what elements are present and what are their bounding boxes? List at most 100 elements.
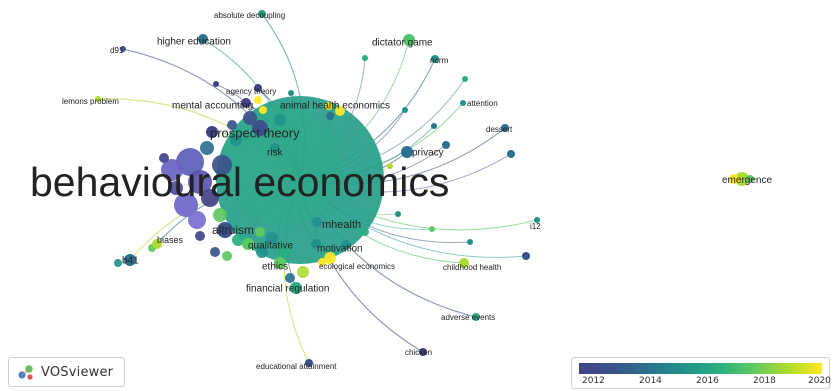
keyword-node-ecological-economics[interactable] xyxy=(318,258,326,266)
keyword-node[interactable] xyxy=(200,141,214,155)
logo-text: VOSviewer xyxy=(41,364,114,380)
keyword-node[interactable] xyxy=(274,114,286,126)
keyword-node-financial-regulation[interactable] xyxy=(290,282,302,294)
node-label-prospect-theory: prospect theory xyxy=(210,126,300,141)
keyword-node[interactable] xyxy=(326,112,334,120)
node-label-attention: attention xyxy=(467,99,498,108)
keyword-node-risk[interactable] xyxy=(270,143,280,153)
keyword-node[interactable] xyxy=(174,193,198,217)
keyword-node-dictator-game[interactable] xyxy=(403,34,415,46)
keyword-node[interactable] xyxy=(213,81,219,87)
color-gradient-bar xyxy=(579,363,822,374)
keyword-node-mental-accounting[interactable] xyxy=(241,98,251,108)
keyword-node[interactable] xyxy=(195,231,205,241)
keyword-node-d91[interactable] xyxy=(120,46,126,52)
node-label-educational-attainment: educational attainment xyxy=(256,362,337,371)
keyword-node[interactable] xyxy=(467,239,473,245)
keyword-node-motivation[interactable] xyxy=(311,239,321,249)
keyword-node[interactable] xyxy=(395,211,401,217)
keyword-node[interactable] xyxy=(362,55,368,61)
node-label-adverse-events: adverse events xyxy=(441,313,495,322)
keyword-node[interactable] xyxy=(169,181,183,195)
keyword-node-dessert[interactable] xyxy=(501,124,509,132)
keyword-node[interactable] xyxy=(387,163,393,169)
keyword-node[interactable] xyxy=(288,90,294,96)
keyword-node-ethics[interactable] xyxy=(274,257,286,269)
keyword-node-privacy[interactable] xyxy=(401,146,413,158)
keyword-node-childhood-health[interactable] xyxy=(459,258,469,268)
keyword-node-chicken[interactable] xyxy=(419,348,427,356)
keyword-node[interactable] xyxy=(442,141,450,149)
keyword-node[interactable] xyxy=(254,96,262,104)
keyword-node[interactable] xyxy=(341,240,351,250)
keyword-node-agency-theory[interactable] xyxy=(254,84,262,92)
node-label-altruism: altruism xyxy=(212,223,254,237)
keyword-node[interactable] xyxy=(232,234,244,246)
keyword-node xyxy=(746,175,754,183)
keyword-node[interactable] xyxy=(361,228,369,236)
keyword-node[interactable] xyxy=(429,226,435,232)
keyword-node[interactable] xyxy=(212,155,232,175)
keyword-node[interactable] xyxy=(161,159,183,181)
node-label-motivation: motivation xyxy=(317,244,363,255)
year-color-legend: 2012 2014 2016 2018 2020 xyxy=(571,357,831,389)
keyword-node[interactable] xyxy=(462,76,468,82)
keyword-node[interactable] xyxy=(431,123,437,129)
legend-tick: 2018 xyxy=(753,376,776,386)
keyword-node-biases[interactable] xyxy=(152,239,162,249)
vosviewer-logo[interactable]: VOSviewer xyxy=(8,357,125,387)
keyword-node-animal-health-economics[interactable] xyxy=(325,102,333,110)
keyword-node[interactable] xyxy=(335,106,345,116)
hub-node[interactable] xyxy=(216,96,384,264)
node-label-animal-health-economics: animal health economics xyxy=(280,101,390,112)
node-label-agency-theory: agency theory xyxy=(226,87,276,96)
keyword-node[interactable] xyxy=(188,170,212,194)
keyword-node[interactable] xyxy=(230,134,242,146)
node-label-privacy: privacy xyxy=(412,148,444,159)
node-label-risk: risk xyxy=(267,148,284,159)
keyword-node-norm[interactable] xyxy=(431,55,439,63)
keyword-node[interactable] xyxy=(297,266,309,278)
keyword-node[interactable] xyxy=(507,150,515,158)
keyword-node[interactable] xyxy=(522,252,530,260)
keyword-node-mhealth[interactable] xyxy=(312,217,322,227)
keyword-node[interactable] xyxy=(402,107,408,113)
keyword-node-emergence[interactable] xyxy=(735,172,749,186)
keyword-node-adverse-events[interactable] xyxy=(472,313,480,321)
keyword-node[interactable] xyxy=(210,247,220,257)
keyword-node-i12[interactable] xyxy=(534,217,540,223)
keyword-node[interactable] xyxy=(222,251,232,261)
keyword-node-prospect-theory[interactable] xyxy=(252,120,268,136)
keyword-node[interactable] xyxy=(266,232,278,244)
keyword-node-qualitative[interactable] xyxy=(242,238,254,250)
keyword-node[interactable] xyxy=(256,246,268,258)
node-label-emergence: emergence xyxy=(722,175,772,186)
keyword-node[interactable] xyxy=(213,208,227,222)
keyword-node[interactable] xyxy=(255,227,265,237)
keyword-node[interactable] xyxy=(114,259,122,267)
keyword-node[interactable] xyxy=(188,211,206,229)
keyword-node[interactable] xyxy=(201,189,219,207)
keyword-node[interactable] xyxy=(259,106,267,114)
node-label-absolute-decoupling: absolute decoupling xyxy=(214,11,285,20)
node-label-lemons-problem: lemons problem xyxy=(62,97,119,106)
keyword-node-attention[interactable] xyxy=(460,100,466,106)
keyword-node-b41[interactable] xyxy=(124,254,136,266)
keyword-node[interactable] xyxy=(206,126,218,138)
keyword-node[interactable] xyxy=(278,243,292,257)
keyword-node xyxy=(729,174,739,184)
keyword-node-altruism[interactable] xyxy=(217,222,233,238)
keyword-node-educational-attainment[interactable] xyxy=(305,359,313,367)
keyword-node-lemons-problem[interactable] xyxy=(95,96,101,102)
keyword-node[interactable] xyxy=(243,111,257,125)
node-label-qualitative: qualitative xyxy=(248,241,293,252)
keyword-node-absolute-decoupling[interactable] xyxy=(258,10,266,18)
keyword-node[interactable] xyxy=(159,153,169,163)
keyword-node-higher-education[interactable] xyxy=(198,34,208,44)
keyword-node[interactable] xyxy=(324,252,336,264)
keyword-node[interactable] xyxy=(176,148,204,176)
keyword-node[interactable] xyxy=(285,273,295,283)
keyword-node[interactable] xyxy=(227,120,237,130)
